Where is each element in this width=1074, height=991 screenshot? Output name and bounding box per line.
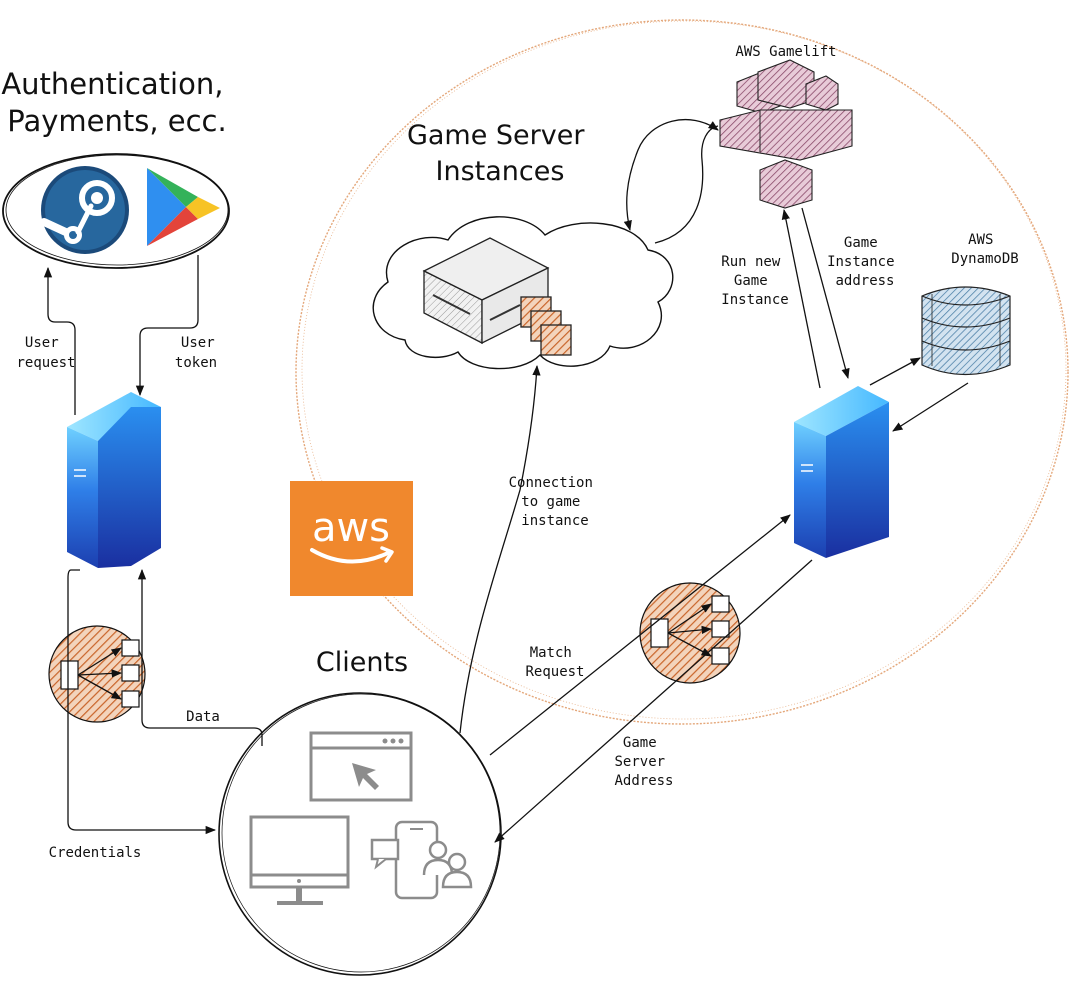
gamelift-label: AWS Gamelift <box>735 44 836 60</box>
mobile-chat-users-icon <box>370 820 473 900</box>
label-instance-address: Game Instance address <box>827 235 903 289</box>
game-server-title: Game Server Instances <box>407 120 593 187</box>
browser-window-icon <box>309 731 413 802</box>
desktop-monitor-icon <box>249 815 350 905</box>
google-play-icon <box>147 168 220 246</box>
aws-gamelift-icon <box>719 59 853 209</box>
label-match-request: Match Request <box>525 645 584 680</box>
edge-match-request <box>489 514 791 756</box>
dynamodb-label: AWS DynamoDB <box>951 232 1018 267</box>
edge-instance-address <box>801 207 850 380</box>
edge-credentials <box>67 569 217 835</box>
edge-matchmaker-to-dynamo <box>869 357 921 386</box>
edge-data <box>137 568 263 746</box>
label-run-new-instance: Run new Game Instance <box>721 254 788 308</box>
clients-title: Clients <box>316 647 408 678</box>
edge-user-token <box>135 255 199 397</box>
load-balancer-right-icon <box>639 582 741 684</box>
label-connection: Connection to game instance <box>509 475 602 529</box>
edge-game-server-address <box>494 559 813 843</box>
aws-cloud-boundary-inner <box>301 20 1067 720</box>
auth-backend-server-icon <box>67 392 161 568</box>
edge-user-request <box>43 266 76 415</box>
steam-icon <box>40 166 129 254</box>
auth-title: Authentication, Payments, ecc. <box>1 67 232 138</box>
matchmaking-server-icon <box>794 386 889 558</box>
game-instances-stack-icon <box>520 296 572 356</box>
aws-logo: aws <box>290 481 413 596</box>
edge-gamelift-cloud <box>623 118 719 232</box>
label-credentials: Credentials <box>49 845 142 861</box>
load-balancer-left-icon <box>48 625 146 723</box>
aws-cloud-boundary <box>295 19 1069 725</box>
aws-dynamodb-icon <box>921 286 1011 376</box>
edge-dynamo-to-matchmaker <box>892 382 969 432</box>
label-user-token: User token <box>175 335 223 371</box>
label-game-server-address: Game Server Address <box>614 735 673 789</box>
label-data: Data <box>186 709 220 725</box>
label-user-request: User request <box>16 335 75 371</box>
game-server-box-icon <box>422 237 550 345</box>
aws-logo-text: aws <box>312 505 390 551</box>
edge-cloud-gamelift <box>654 125 719 244</box>
edge-connection-to-game <box>459 364 541 734</box>
edge-run-new-instance <box>781 208 821 389</box>
